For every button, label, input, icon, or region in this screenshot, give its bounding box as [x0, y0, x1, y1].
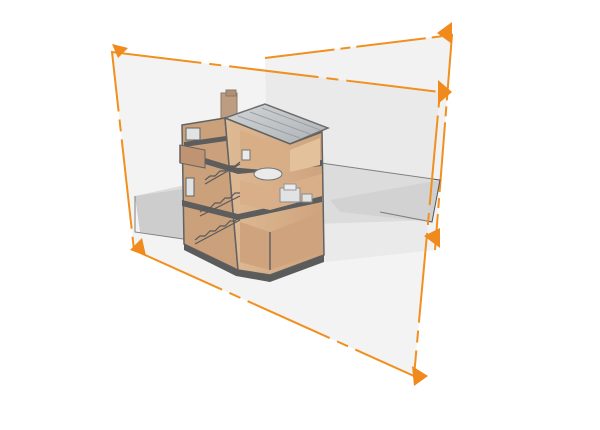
section-plane-grip-arrow-icon[interactable]: [437, 22, 452, 44]
interior-details: [179, 127, 322, 270]
section-plane-grips[interactable]: [112, 22, 452, 386]
section-plane-front-fill[interactable]: [112, 52, 440, 376]
section-plane-grip-arrow-icon[interactable]: [130, 238, 146, 256]
section-plane-grip-arrow-icon[interactable]: [412, 366, 428, 386]
ground-side-right: [330, 180, 440, 222]
ground-side-left: [135, 188, 190, 240]
section-plane-grip-arrow-icon[interactable]: [112, 44, 128, 58]
house-model[interactable]: [179, 89, 331, 282]
section-plane-grip-arrow-icon[interactable]: [424, 228, 440, 248]
section-plane-grip-arrow-icon[interactable]: [438, 80, 452, 104]
section-plane-front[interactable]: [110, 50, 442, 378]
staircases: [194, 161, 241, 245]
